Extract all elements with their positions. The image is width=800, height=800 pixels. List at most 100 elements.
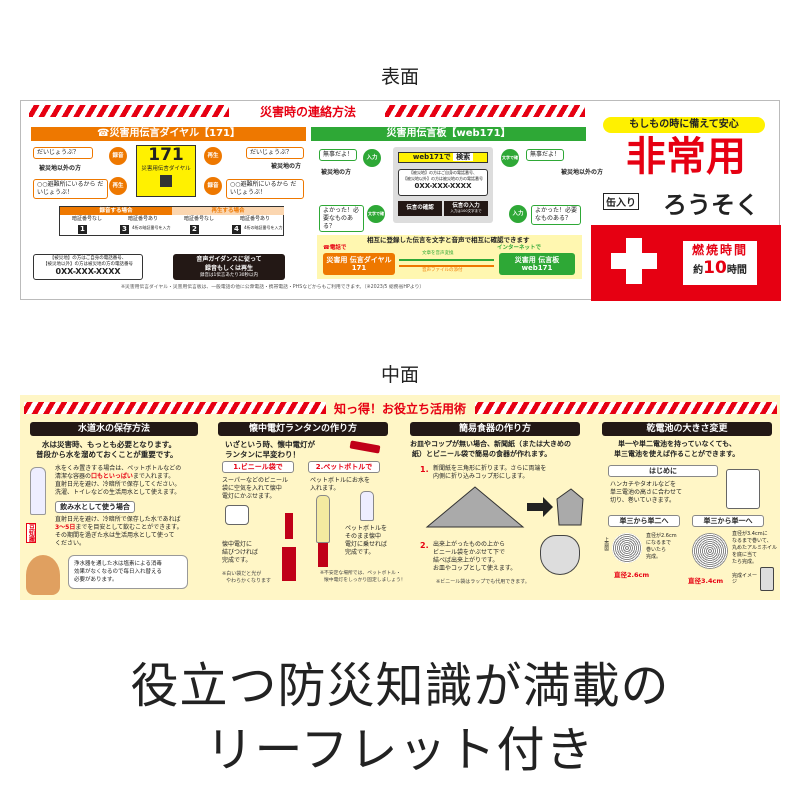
front-panel: 災害時の連絡方法 ☎災害用伝言ダイヤル【171】 だいじょうぶ？ 被災地以外の方… xyxy=(20,100,781,301)
person-label: 被災地以外の方 xyxy=(561,169,604,176)
coil-c-icon xyxy=(612,533,642,563)
web-note: 【被災地】の方はご自身の電話番号、 xyxy=(409,170,477,175)
mutual-text: 相互に登録した伝言を文字と音声で相互に確認できます xyxy=(367,236,530,244)
lantern-note: 懐中電灯をしっかり固定しましょう！ xyxy=(324,578,406,583)
lantern-text: 電灯に乗せれば xyxy=(345,541,388,548)
step-1: 1 xyxy=(78,225,87,234)
burn-time-box: 燃焼時間 約10時間 xyxy=(683,241,757,285)
drink-header: 飲み水として使う場合 xyxy=(55,501,135,513)
towel-roll-icon xyxy=(726,469,760,509)
water-text: その期間を過ぎた水は生活用水として使って xyxy=(55,532,175,539)
phone-note: 【被災地】の方はご自身の電話番号、 xyxy=(49,256,127,261)
input-badge: 入力 xyxy=(509,205,527,223)
lantern-intro: いざという時、懐中電灯が xyxy=(225,440,315,449)
dish-note: ※ビニール袋はラップでも代用できます。 xyxy=(436,579,530,585)
burn-label: 燃焼時間 xyxy=(691,243,748,257)
text-confirm-badge: 文字で確認 xyxy=(501,149,519,178)
step-number: 2. xyxy=(420,541,429,550)
water-text: までを目安として飲むことができます。 xyxy=(75,524,183,531)
pin-none: 暗証番号なし xyxy=(184,216,215,222)
dial-header: ☎災害用伝言ダイヤル【171】 xyxy=(31,127,306,141)
dial-number: 171 xyxy=(148,145,184,165)
pin-input-note: 4桁の暗証番号を入力 xyxy=(132,225,171,230)
lantern-text: 入れます。 xyxy=(310,485,340,492)
battery-intro: 単三電池を使えば作ることができます。 xyxy=(614,450,740,458)
flashlight-icon xyxy=(282,547,296,581)
pin-none: 暗証番号なし xyxy=(72,216,103,222)
guidance-text: 音声ガイダンスに従って xyxy=(196,256,262,263)
play-case: 再生する場合 xyxy=(172,207,284,215)
person-label: 被災地の方 xyxy=(321,169,352,176)
water-text: 直射日光を避け、冷暗所で保存してください。 xyxy=(55,481,181,488)
triangle-paper-icon xyxy=(425,486,525,528)
burn-unit: 時間 xyxy=(726,265,747,276)
folded-paper-illustration xyxy=(425,486,584,528)
text-confirm-badge: 文字で確認 xyxy=(367,205,385,234)
step-label: 1.ビニール袋で xyxy=(233,463,283,471)
phone-note-box: 【被災地】の方はご自身の電話番号、 【被災地以外】の方は被災地の方の電話番号 0… xyxy=(33,254,143,280)
attach: 音声ファイルの添付 xyxy=(422,268,463,273)
size-d-header: 単三から単一へ xyxy=(692,515,764,527)
lit-bottle-icon xyxy=(316,495,330,543)
guidance-box: 音声ガイダンスに従って 録音もしくは再生 録音は1伝言あたり30秒以内 xyxy=(173,254,285,280)
flashlight-icon xyxy=(349,440,381,454)
lantern-header: 懐中電灯ランタンの作り方 xyxy=(218,422,388,436)
tip-text: 必要があります。 xyxy=(74,577,118,583)
phone-number: 0XX-XXX-XXXX xyxy=(414,182,472,190)
plastic-bag-icon xyxy=(225,505,249,525)
stripe-decoration xyxy=(24,402,326,414)
battery-text: ハンカチやタオルなどを xyxy=(610,481,677,488)
tagline: もしもの時に備えて安心 xyxy=(603,117,765,133)
pin-yes: 暗証番号あり xyxy=(128,216,159,222)
battery-text: たら完成。 xyxy=(732,559,758,565)
tip-text: 効果がなくなるので毎日入れ替える xyxy=(74,569,162,575)
dish-header: 簡易食器の作り方 xyxy=(410,422,580,436)
arrow xyxy=(399,259,494,261)
by-phone-label: ☎電話で xyxy=(323,245,347,251)
tip-bubble: 浄水器を通した水は塩素による消毒 効果がなくなるので毎日入れ替える 必要がありま… xyxy=(68,555,188,589)
diameter-label: 直径2.6cm xyxy=(614,571,650,579)
lantern-note: ※不安定な場所では、ペットボトル・ xyxy=(320,571,401,576)
phone-number: 0XX-XXX-XXXX xyxy=(55,267,121,276)
water-text: 水をくみ置きする場合は、ペットボトルなどの xyxy=(55,465,182,472)
burn-value: 10 xyxy=(703,258,727,278)
water-text: まで入れます。 xyxy=(132,473,175,480)
lantern-text: 結びつければ xyxy=(222,549,259,556)
by-net-label: インターネットで xyxy=(497,245,542,251)
lantern-text: スーパーなどのビニール xyxy=(222,477,288,484)
bubble: 無事だよ！ xyxy=(319,149,357,161)
lantern-text: そのまま懐中 xyxy=(345,533,382,540)
cup-paper-icon xyxy=(556,488,584,526)
step-3: 3 xyxy=(120,225,129,234)
arrow xyxy=(399,265,494,267)
front-label: 表面 xyxy=(380,66,419,88)
battery-text: を底に当て xyxy=(732,552,758,558)
bottle-icon xyxy=(30,467,46,515)
candle-label: ろうそく xyxy=(663,191,759,219)
front-title: 災害時の連絡方法 xyxy=(259,105,356,119)
battery-header: 乾電池の大きさ変更 xyxy=(602,422,772,436)
burn-prefix: 約 xyxy=(693,265,704,276)
lantern-text: 完成です。 xyxy=(345,549,375,556)
lantern-intro: ランタンに早変わり！ xyxy=(225,450,300,459)
done-image-label: 完成イメージ xyxy=(732,573,758,586)
search-term: web171で xyxy=(412,153,451,161)
lantern-text: 電灯にかぶせます。 xyxy=(222,493,276,500)
bubble: 無事だよ！ xyxy=(526,149,564,161)
lantern-step1: 1.ビニール袋で xyxy=(222,461,294,473)
pin-yes: 暗証番号あり xyxy=(240,216,271,222)
guidance-text: 録音もしくは再生 xyxy=(204,265,253,272)
mutual-box: 相互に登録した伝言を文字と音声で相互に確認できます ☎電話で インターネットで … xyxy=(317,235,582,279)
middle-title: 知っ得！お役立ち活用術 xyxy=(333,402,466,416)
tips-badge: 豆知識 xyxy=(26,523,36,543)
step-2: 2 xyxy=(190,225,199,234)
product-panel: もしもの時に備えて安心 非常用 缶入り ろうそく 燃焼時間 約10時間 xyxy=(591,101,781,301)
bubble: だいじょうぶ？ xyxy=(33,147,93,159)
search-button: 検索 xyxy=(453,153,474,161)
top-view-label: 上面図 xyxy=(603,537,609,551)
lantern-note: やわらかくなります xyxy=(226,578,272,584)
water-text: 洗濯、トイレなどの生活用水として使えます。 xyxy=(55,489,181,496)
record-case: 録音する場合 xyxy=(60,207,172,215)
web-screen: web171で 検索 【被災地】の方はご自身の電話番号、 【被災地以外】の方は被… xyxy=(393,147,493,223)
water-intro: 普段から水を溜めておくことが重要です。 xyxy=(36,450,178,459)
